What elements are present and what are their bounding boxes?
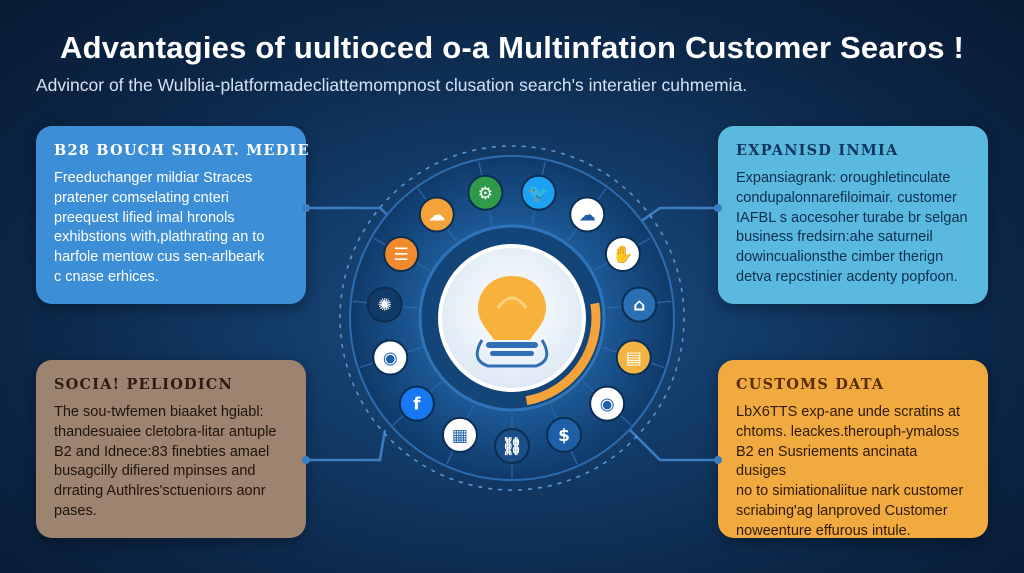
svg-text:⚙: ⚙	[478, 184, 493, 204]
card-body: Expansiagrank: oroughletinculate condupa…	[736, 170, 968, 285]
cloud-icon: ☁	[418, 196, 455, 233]
card-expanded-media: Expanisd Inmia Expansiagrank: oroughleti…	[718, 126, 988, 304]
svg-text:⌂: ⌂	[633, 296, 645, 316]
page-subtitle: Advincor of the Wulblia-platformadecliat…	[36, 75, 748, 95]
idea-hand-icon: ✋	[604, 236, 641, 272]
bar-chart-icon: ▦	[441, 416, 478, 453]
svg-text:🐦: 🐦	[528, 184, 549, 204]
connector-dot-bottom-left	[302, 456, 310, 464]
facebook-icon: f	[398, 385, 435, 422]
svg-text:✺: ✺	[378, 296, 392, 316]
card-customs-data: Customs Data LbX6TTS exp-ane unde scrati…	[718, 360, 988, 539]
svg-text:◉: ◉	[600, 395, 615, 415]
svg-text:▤: ▤	[626, 349, 642, 369]
svg-text:◉: ◉	[383, 349, 398, 369]
svg-text:☁: ☁	[428, 205, 445, 225]
card-heading: B28 Bouch Shoat. Medie	[54, 142, 310, 159]
accent-arc	[423, 229, 601, 407]
card-body: Freeduchanger mildiar Straces pratener c…	[54, 170, 265, 285]
svg-text:☰: ☰	[394, 245, 409, 265]
card-body: LbX6TTS exp-ane unde scratins at chtoms.…	[736, 404, 964, 539]
card-heading: Socia! Peliodicn	[54, 376, 234, 393]
hub-icon-ring: 🐦 ☁ ✋ ⌂ ▤ ◉ $ ⛓ ▦ f ◉ ✺ ☰ ☁ ⚙	[366, 174, 658, 464]
chrome-icon-right: ◉	[589, 385, 626, 422]
link-icon: ⛓	[494, 428, 530, 464]
page-title: Advantagies of uultioced o-a Multinfatio…	[60, 30, 964, 65]
gear-icon: ⚙	[467, 174, 504, 211]
connector-dot-top-right	[714, 204, 722, 212]
outer-orbit	[339, 145, 685, 491]
connector-dot-top-left	[302, 204, 310, 212]
svg-text:$: $	[558, 426, 570, 446]
chart-card-icon: ▤	[615, 339, 652, 376]
svg-text:f: f	[413, 395, 421, 415]
svg-text:☁: ☁	[579, 205, 596, 225]
twitter-icon: 🐦	[520, 174, 557, 211]
card-body: The sou-twfemen biaaket hgiabl: thandesu…	[54, 404, 277, 519]
card-heading: Expanisd Inmia	[736, 142, 899, 159]
chrome-icon-left: ◉	[372, 339, 409, 376]
lightbulb-small-icon: ✺	[366, 286, 403, 323]
card-heading: Customs Data	[736, 376, 885, 393]
message-board-icon: ☰	[383, 236, 420, 272]
card-social-periodicals: Socia! Peliodicn The sou-twfemen biaaket…	[36, 360, 306, 538]
card-b2b-social-media: B28 Bouch Shoat. Medie Freeduchanger mil…	[36, 126, 310, 304]
house-icon: ⌂	[621, 286, 658, 323]
cloud-chat-icon: ☁	[569, 196, 606, 233]
svg-text:⛓: ⛓	[501, 437, 523, 457]
svg-text:✋: ✋	[612, 244, 633, 265]
dollar-icon: $	[546, 416, 583, 453]
svg-text:▦: ▦	[452, 426, 468, 446]
connector-dot-bottom-right	[714, 456, 722, 464]
lightbulb-icon	[475, 276, 549, 368]
